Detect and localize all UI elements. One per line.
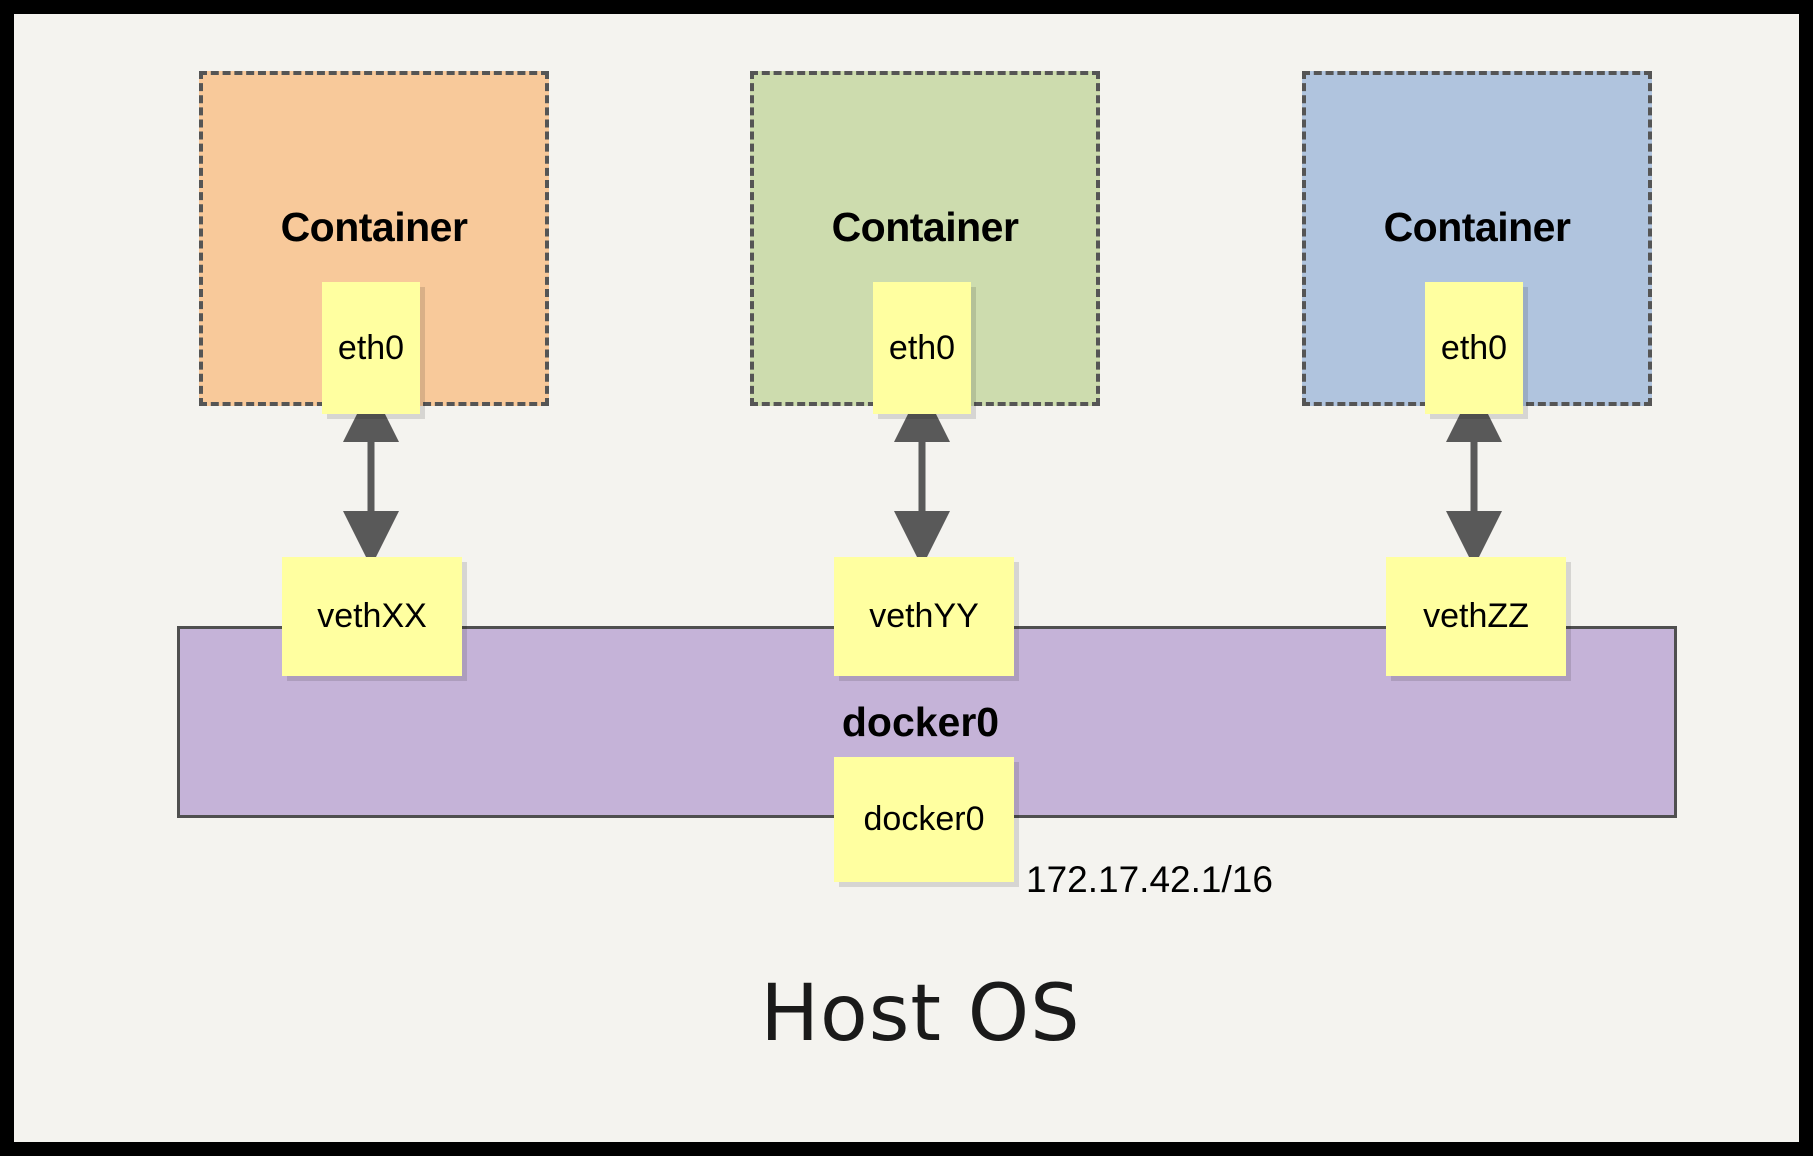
container-2-eth0-box[interactable]: eth0 [873,282,971,414]
veth-box-1[interactable]: vethXX [282,557,462,676]
container-3-eth0-box[interactable]: eth0 [1425,282,1523,414]
container-1-eth0-box[interactable]: eth0 [322,282,420,414]
host-os-title: Host OS [760,969,1081,1059]
docker0-ip-label: 172.17.42.1/16 [1026,859,1273,900]
docker0-nic-box[interactable]: docker0 [834,757,1014,882]
container-label-3: Container [1383,204,1571,250]
diagram-canvas: docker0 Container eth0 Container eth0 Co… [14,14,1813,1170]
veth-box-2[interactable]: vethYY [834,557,1014,676]
container-label-1: Container [280,204,468,250]
container-label-2: Container [831,204,1019,250]
docker0-bridge-title: docker0 [841,699,1000,745]
veth-box-3[interactable]: vethZZ [1386,557,1566,676]
